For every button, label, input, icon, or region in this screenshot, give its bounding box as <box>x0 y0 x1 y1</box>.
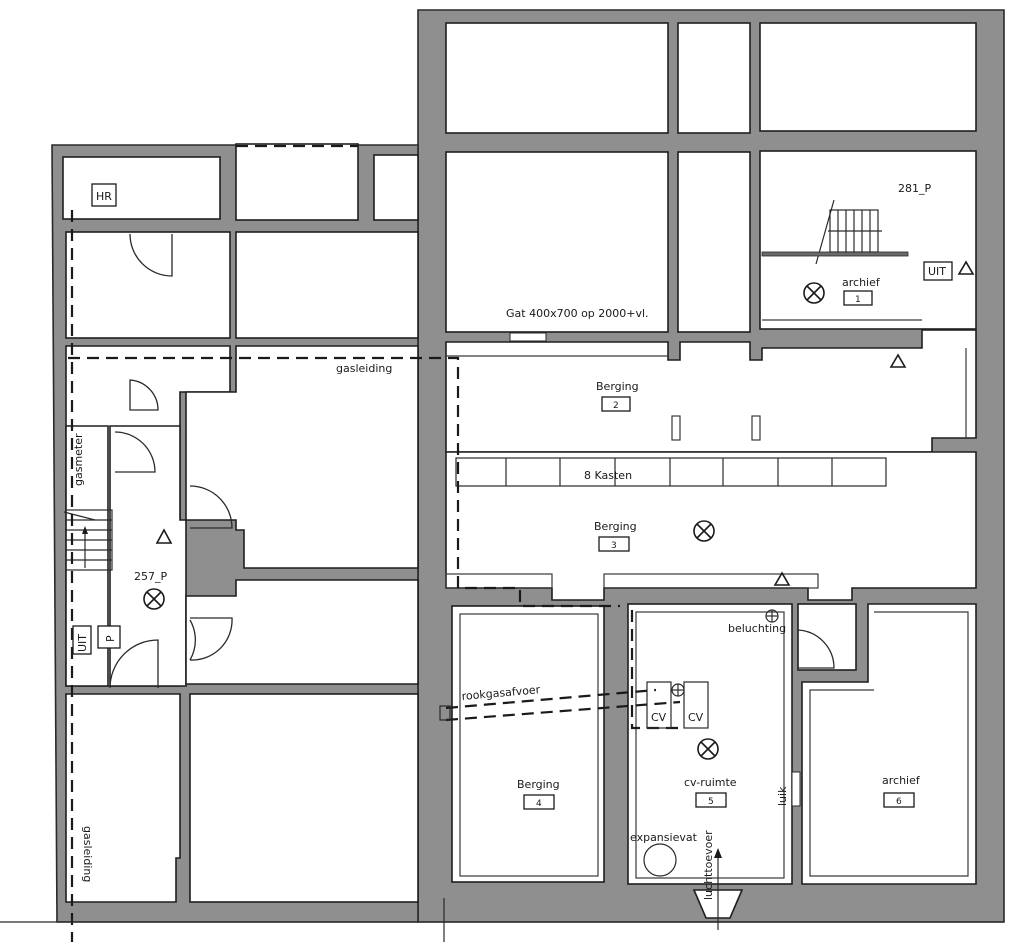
hatch <box>791 771 801 807</box>
ventilation-label: beluchting <box>728 622 786 635</box>
stair-left <box>63 509 113 571</box>
p-sign: P <box>104 635 117 642</box>
room-number-6: 6 <box>896 797 902 807</box>
inner-linings <box>445 319 969 879</box>
room-name-cv-ruimte-5: cv-ruimte <box>684 776 737 789</box>
light-fixture-icon <box>803 282 825 304</box>
expansion-vessel-label: expansievat <box>630 831 698 844</box>
cabinets-row <box>455 457 887 487</box>
expansion-vessel-icon <box>643 843 677 877</box>
air-supply-label: luchttoevoer <box>702 830 715 900</box>
room-number-4: 4 <box>536 799 542 809</box>
room-name-archief-6: archief <box>882 774 921 787</box>
emergency-triangle-icons <box>155 260 975 586</box>
unit-label-281p: 281_P <box>898 182 931 195</box>
opening-note: Gat 400x700 op 2000+vl. <box>506 307 649 320</box>
exit-sign-right: UIT <box>928 265 946 278</box>
left-block-rooms <box>62 143 419 903</box>
cv-unit-label-1: CV <box>651 711 667 724</box>
room-name-archief-1: archief <box>842 276 881 289</box>
hr-label: HR <box>96 190 112 203</box>
gas-line-label-bottom: gasleiding <box>81 826 94 882</box>
gas-meter-label: gasmeter <box>72 433 85 486</box>
unit-label-257p: 257_P <box>134 570 167 583</box>
cv-units <box>439 681 709 729</box>
light-fixture-icon <box>697 738 719 760</box>
air-supply-inlet <box>692 848 744 930</box>
room-number-3: 3 <box>611 541 617 551</box>
room-name-berging-2: Berging <box>596 380 639 393</box>
stair-right <box>761 199 909 265</box>
ventilation-icon <box>765 609 779 623</box>
room-name-berging-3: Berging <box>594 520 637 533</box>
gas-line <box>68 144 681 942</box>
right-block-rooms <box>445 22 977 885</box>
cv-unit-label-2: CV <box>688 711 704 724</box>
doors <box>109 233 835 689</box>
gas-line-label-top: gasleiding <box>336 362 392 375</box>
hatch-label: luik <box>776 786 789 806</box>
room-name-berging-4: Berging <box>517 778 560 791</box>
exit-sign-left: UIT <box>76 634 89 652</box>
room-number-2: 2 <box>613 401 619 411</box>
light-fixture-icons <box>143 282 825 760</box>
room-number-5: 5 <box>708 797 714 807</box>
room-number-1: 1 <box>855 295 861 305</box>
cabinets-label: 8 Kasten <box>584 469 632 482</box>
light-fixture-icon <box>143 588 165 610</box>
light-fixture-icon <box>693 520 715 542</box>
